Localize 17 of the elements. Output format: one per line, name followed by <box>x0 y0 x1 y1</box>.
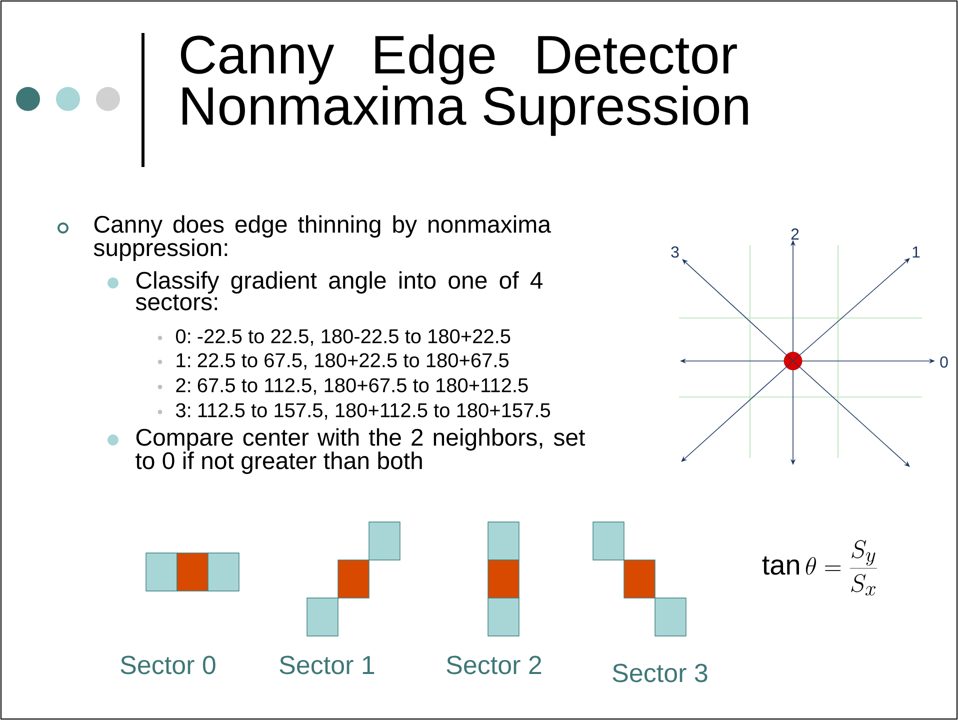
formula: $\tan\theta = \frac{S_y}{S_x}$ <box>762 540 877 596</box>
bullet-text: Classify gradient angle into one of 4 sectors: <box>136 271 543 310</box>
bullet-text: Canny does edge thinning by nonmaxima suppression: <box>94 215 551 261</box>
bullet-text: 0: -22.5 to 22.5, 180-22.5 to 180+22.5 <box>176 329 510 346</box>
bullet-text: Compare center with the 2 neighbors, set to 0 if not greater than both <box>136 428 586 474</box>
direction-label: 0 <box>940 356 948 368</box>
title: Canny Edge Detector Nonmaxima Supression <box>180 34 748 136</box>
direction-label: 2 <box>791 228 799 240</box>
sector-label: Sector 1 <box>280 656 374 674</box>
direction-label: 1 <box>912 246 920 258</box>
bullet-text: 1: 22.5 to 67.5, 180+22.5 to 180+67.5 <box>176 353 509 370</box>
bullet-text: 3: 112.5 to 157.5, 180+112.5 to 180+157.5 <box>176 403 550 420</box>
sector-label: Sector 2 <box>446 656 542 674</box>
sector-label: Sector 0 <box>120 656 216 674</box>
direction-label: 3 <box>671 246 679 258</box>
sector-label: Sector 3 <box>612 664 708 682</box>
bullet-text: 2: 67.5 to 112.5, 180+67.5 to 180+112.5 <box>176 378 528 395</box>
